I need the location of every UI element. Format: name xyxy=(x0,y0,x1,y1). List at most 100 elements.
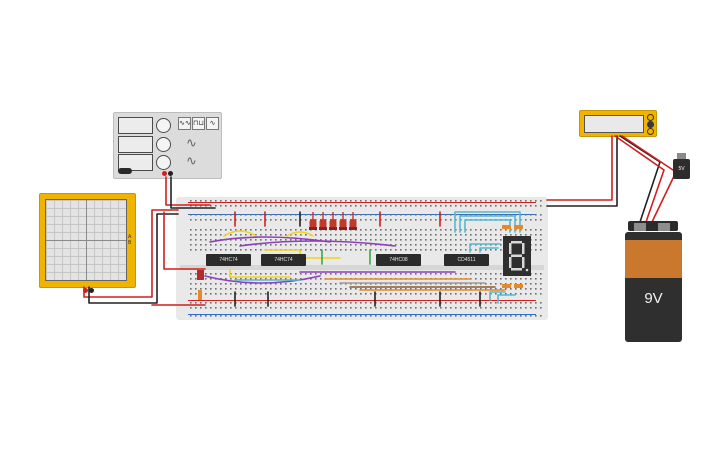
breadboard-hole xyxy=(290,315,292,317)
breadboard-hole xyxy=(210,307,212,309)
breadboard-hole xyxy=(360,214,362,216)
breadboard-hole xyxy=(280,288,282,290)
breadboard-hole xyxy=(300,302,302,304)
breadboard-hole xyxy=(515,214,517,216)
breadboard-hole xyxy=(540,214,542,216)
breadboard-hole xyxy=(215,315,217,317)
breadboard-hole xyxy=(255,315,257,317)
wire-yellow[interactable] xyxy=(229,269,291,278)
mm-terminal-com[interactable] xyxy=(647,121,654,128)
oscilloscope[interactable]: A B xyxy=(39,193,136,293)
breadboard-hole xyxy=(235,273,237,275)
breadboard-hole xyxy=(240,200,242,202)
breadboard-hole xyxy=(490,315,492,317)
breadboard-hole xyxy=(455,315,457,317)
wire-cyan[interactable] xyxy=(454,211,521,233)
breadboard-hole xyxy=(385,288,387,290)
led[interactable] xyxy=(329,212,337,230)
breadboard-hole xyxy=(210,273,212,275)
breadboard-hole xyxy=(410,214,412,216)
wire-yellow[interactable] xyxy=(286,231,314,237)
fg-sine-button[interactable]: ∿∿ xyxy=(178,117,191,130)
fg-offset-knob[interactable] xyxy=(156,155,171,170)
osc-terminal-negative[interactable] xyxy=(89,288,94,293)
breadboard-hole xyxy=(345,273,347,275)
osc-terminal-positive[interactable] xyxy=(83,288,88,293)
breadboard-hole xyxy=(390,239,392,241)
chip-cd4511[interactable]: CD4511 xyxy=(444,254,489,266)
wire-cyan[interactable] xyxy=(469,243,501,253)
led[interactable] xyxy=(319,212,327,230)
chip-74hc74-b[interactable]: 74HC74 xyxy=(261,254,306,266)
capacitor[interactable] xyxy=(197,270,204,280)
function-generator[interactable]: ∿∿ ⊓⊔ ∿ ∿ ∿ xyxy=(113,112,222,179)
breadboard-hole xyxy=(400,239,402,241)
breadboard-hole xyxy=(265,293,267,295)
wire-purple[interactable] xyxy=(209,236,331,243)
breadboard-hole xyxy=(285,200,287,202)
breadboard-hole xyxy=(355,205,357,207)
breadboard-hole xyxy=(220,244,222,246)
breadboard-hole xyxy=(365,315,367,317)
breadboard-hole xyxy=(540,273,542,275)
wire-cyan[interactable] xyxy=(497,294,516,304)
fg-frequency-knob[interactable] xyxy=(156,118,171,133)
breadboard-hole xyxy=(460,239,462,241)
wire-osc-positive[interactable] xyxy=(83,209,179,298)
wire-fg-positive[interactable] xyxy=(165,176,211,206)
breadboard-hole xyxy=(240,307,242,309)
breadboard-hole xyxy=(205,239,207,241)
fg-triangle-button[interactable]: ∿ xyxy=(206,117,219,130)
led[interactable] xyxy=(309,212,317,230)
breadboard-hole xyxy=(500,307,502,309)
breadboard-hole xyxy=(405,288,407,290)
wire-cyan[interactable] xyxy=(459,215,516,233)
fg-terminal-positive[interactable] xyxy=(162,171,167,176)
breadboard-hole xyxy=(235,229,237,231)
breadboard-hole xyxy=(520,302,522,304)
led[interactable] xyxy=(349,212,357,230)
wire-yellow[interactable] xyxy=(223,230,257,237)
breadboard-hole xyxy=(485,229,487,231)
breadboard-hole xyxy=(285,288,287,290)
wire-mm-black[interactable] xyxy=(546,135,618,207)
breadboard-hole xyxy=(295,273,297,275)
chip-74hc74-a[interactable]: 74HC74 xyxy=(206,254,251,266)
breadboard-hole xyxy=(395,302,397,304)
breadboard-hole xyxy=(510,307,512,309)
breadboard-hole xyxy=(205,244,207,246)
wire-purple[interactable] xyxy=(204,275,321,284)
wire-purple[interactable] xyxy=(239,240,396,247)
breadboard-hole xyxy=(270,278,272,280)
breadboard-hole xyxy=(265,229,267,231)
wire-mm-red[interactable] xyxy=(546,135,613,201)
battery-9v[interactable]: 9V xyxy=(625,232,682,342)
regulator-tab xyxy=(677,153,686,159)
chip-74hc08[interactable]: 74HC08 xyxy=(376,254,421,266)
breadboard-hole xyxy=(245,278,247,280)
breadboard-hole xyxy=(350,214,352,216)
breadboard-hole xyxy=(240,244,242,246)
wire-fg-negative[interactable] xyxy=(170,176,216,209)
mm-terminal-a[interactable] xyxy=(647,114,654,121)
breadboard-hole xyxy=(190,315,192,317)
wire-cyan[interactable] xyxy=(489,291,506,301)
breadboard-hole xyxy=(395,288,397,290)
seven-segment-display[interactable] xyxy=(503,236,531,276)
wire-osc-probe[interactable] xyxy=(163,211,206,270)
breadboard-hole xyxy=(375,229,377,231)
breadboard-hole xyxy=(305,219,307,221)
voltage-regulator[interactable]: 5V xyxy=(673,153,690,179)
led[interactable] xyxy=(339,212,347,230)
fg-amplitude-knob[interactable] xyxy=(156,137,171,152)
mm-terminal-v[interactable] xyxy=(647,128,654,135)
breadboard-hole xyxy=(405,219,407,221)
wire-cyan[interactable] xyxy=(479,247,499,253)
breadboard-hole xyxy=(395,244,397,246)
wire-battery-positive[interactable] xyxy=(614,135,665,223)
fg-square-button[interactable]: ⊓⊔ xyxy=(192,117,205,130)
multimeter[interactable] xyxy=(579,110,657,137)
fg-power-switch[interactable] xyxy=(118,168,132,174)
fg-terminal-negative[interactable] xyxy=(168,171,173,176)
battery-terminals[interactable] xyxy=(628,221,678,231)
